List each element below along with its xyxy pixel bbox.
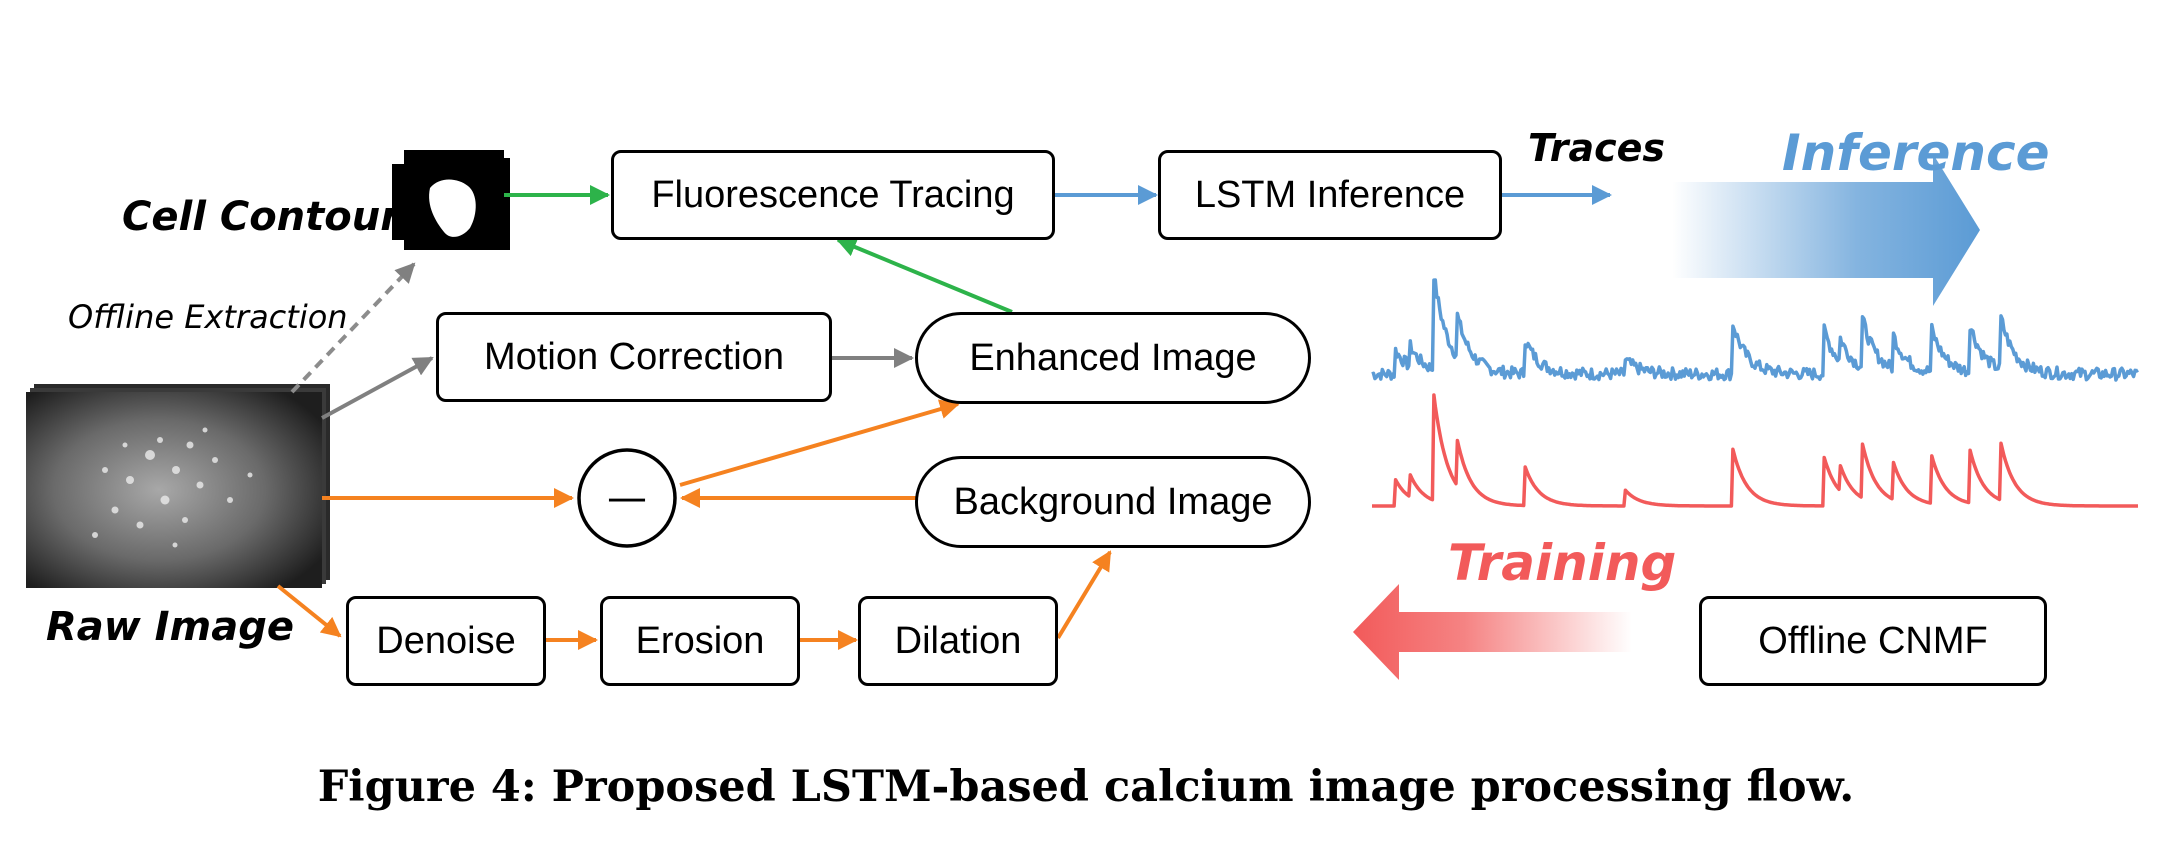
arrow-raw-to-denoise: [276, 584, 342, 638]
denoise-box: Denoise: [346, 596, 546, 686]
cell-contour-thumbnail: [392, 150, 510, 250]
cell-contours-label: Cell Contours: [122, 194, 424, 240]
traces-label: Traces: [1528, 126, 1666, 170]
offline-extraction-label: Offline Extraction: [68, 298, 348, 336]
background-image-box: Background Image: [915, 456, 1311, 548]
lstm-inference-box: LSTM Inference: [1158, 150, 1502, 240]
raw-image-stack: [26, 384, 330, 588]
subtract-symbol: —: [607, 475, 647, 521]
arrow-enhanced-to-tracing: [836, 237, 1013, 314]
training-arrow: [1353, 584, 1632, 680]
fluorescence-tracing-box: Fluorescence Tracing: [611, 150, 1055, 240]
arrow-raw-to-motion: [321, 356, 434, 420]
arrow-subtract-to-enhanced: [679, 399, 960, 487]
arrow-dilation-to-background: [1056, 550, 1112, 640]
arrow-offline-extraction: [290, 262, 416, 394]
inferred-trace: [1371, 278, 2139, 382]
enhanced-image-box: Enhanced Image: [915, 312, 1311, 404]
trace-plots: [1371, 278, 2139, 508]
dilation-box: Dilation: [858, 596, 1058, 686]
training-label: Training: [1448, 534, 1677, 592]
cnmf-trace: [1371, 393, 2139, 508]
offline-cnmf-box: Offline CNMF: [1699, 596, 2047, 686]
motion-correction-box: Motion Correction: [436, 312, 832, 402]
figure-caption: Figure 4: Proposed LSTM-based calcium im…: [317, 762, 1855, 812]
subtract-node: [577, 448, 677, 548]
raw-image-cells: [92, 427, 253, 548]
inference-arrow: [1672, 154, 1980, 306]
inference-label: Inference: [1782, 124, 2050, 182]
raw-image-label: Raw Image: [46, 604, 294, 650]
erosion-box: Erosion: [600, 596, 800, 686]
